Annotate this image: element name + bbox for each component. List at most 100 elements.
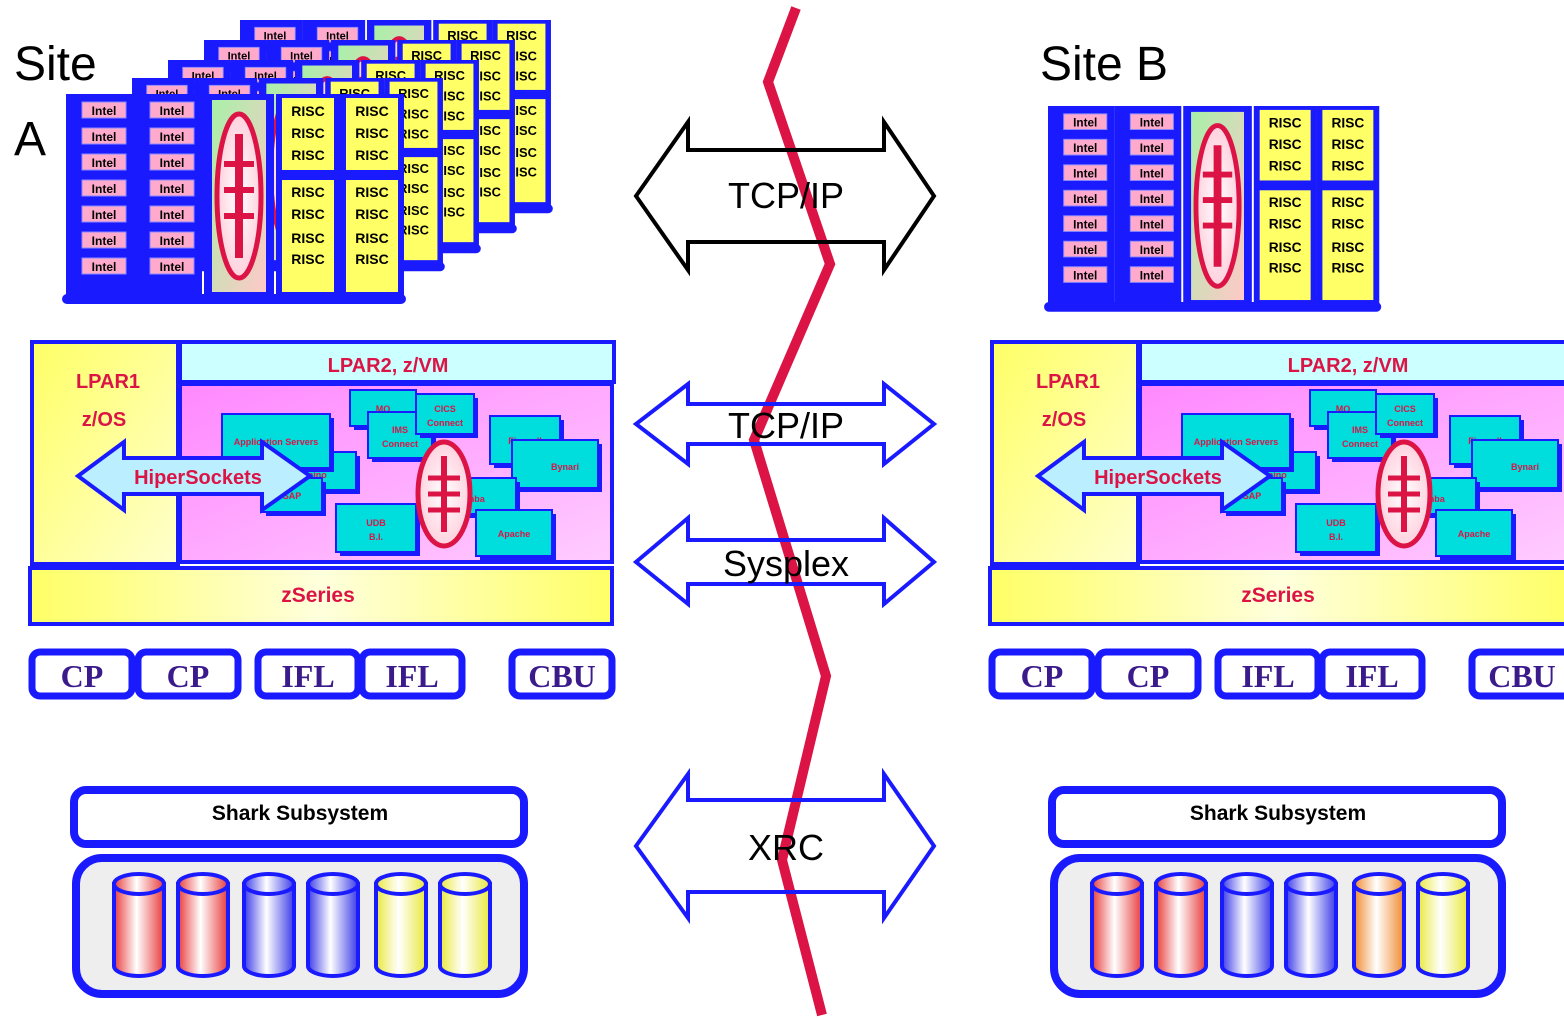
- hipersockets-arrow: [1034, 438, 1274, 514]
- risc-label: RISC: [1331, 195, 1364, 210]
- intel-label: Intel: [1073, 219, 1097, 232]
- site-b-title: Site B: [1040, 38, 1168, 91]
- intel-blade: [1129, 138, 1174, 156]
- zseries-bar: [28, 566, 614, 626]
- intel-blade: [149, 257, 195, 275]
- risc-label: RISC: [1331, 159, 1364, 174]
- intel-blade: [149, 179, 195, 197]
- apache-box: [475, 509, 553, 557]
- risc-group: [1322, 109, 1374, 181]
- tcpip-middle-label: TCP/IP: [728, 405, 844, 446]
- intel-blade: [1063, 138, 1108, 156]
- engine-cp: [988, 648, 1096, 700]
- tcpip-middle-arrow: [632, 379, 938, 469]
- site-a-title-line1: Site: [14, 38, 97, 91]
- udb-box-sublabel: B.I.: [1329, 532, 1343, 542]
- disk-top: [1416, 872, 1470, 896]
- intel-blade: [81, 153, 127, 171]
- tcpip-top-label: TCP/IP: [728, 175, 844, 216]
- disk-body: [374, 882, 428, 978]
- intel-label: Intel: [160, 104, 185, 118]
- cics-box: [415, 393, 475, 435]
- app-servers-box-label: Application Servers: [234, 437, 319, 447]
- disk-top: [438, 872, 492, 896]
- udb-box-label: UDB: [1326, 518, 1346, 528]
- risc-label: RISC: [398, 161, 429, 176]
- risc-label: RISC: [1269, 137, 1302, 152]
- zseries-bar: [988, 566, 1564, 626]
- sap-box-label: SAP: [283, 491, 302, 501]
- lpar1-box: [990, 340, 1140, 566]
- intel-blade: [1129, 215, 1174, 232]
- intel-label: Intel: [92, 182, 117, 196]
- sysplex-arrow: [632, 513, 938, 609]
- intel-blade: [81, 179, 127, 197]
- engine-ifl: [254, 648, 362, 700]
- disk-body: [242, 882, 296, 978]
- disk-body: [1284, 882, 1338, 978]
- site-a-shark-subsystem: Shark Subsystem: [70, 786, 528, 998]
- risc-label: RISC: [355, 230, 388, 246]
- shark-header: [70, 786, 528, 848]
- disk-body: [1220, 882, 1274, 978]
- disk-top: [1090, 872, 1144, 896]
- risc-label: RISC: [398, 86, 429, 101]
- risc-label: RISC: [291, 125, 324, 141]
- risc-label: RISC: [411, 48, 442, 63]
- disk-top: [1220, 872, 1274, 896]
- engine-label: CP: [61, 658, 104, 694]
- apache-box-label: Apache: [1458, 529, 1491, 539]
- zseries-label: zSeries: [1241, 584, 1315, 607]
- xrc-label: XRC: [748, 827, 824, 868]
- engine-label: CBU: [1488, 658, 1556, 694]
- sap-box-label: SAP: [1243, 491, 1262, 501]
- risc-label: RISC: [1331, 240, 1364, 255]
- shark-group: Shark Subsystem: [1048, 786, 1506, 998]
- intel-label: Intel: [326, 30, 349, 42]
- engine-label: IFL: [1241, 658, 1294, 694]
- risc-label: RISC: [355, 147, 388, 163]
- risc-label: RISC: [355, 103, 388, 119]
- zseries-label: zSeries: [281, 584, 355, 607]
- intel-blade: [149, 127, 195, 145]
- intel-label: Intel: [1140, 219, 1164, 232]
- cics-box-sublabel: Connect: [427, 418, 463, 428]
- engine-label: IFL: [281, 658, 334, 694]
- intel-blade: [1063, 189, 1108, 207]
- intel-label: Intel: [1140, 117, 1164, 130]
- site-a-title-line2: A: [14, 113, 46, 166]
- disk-body: [1154, 882, 1208, 978]
- cics-box-sublabel: Connect: [1387, 418, 1423, 428]
- intel-label: Intel: [1073, 142, 1097, 155]
- intel-blade: [81, 231, 127, 249]
- intel-label: Intel: [160, 260, 185, 274]
- intel-label: Intel: [160, 234, 185, 248]
- disk-body: [1352, 882, 1406, 978]
- engine-cp: [1094, 648, 1202, 700]
- hipersockets-arrow: [74, 438, 314, 514]
- intel-blade: [1063, 113, 1108, 131]
- risc-label: RISC: [291, 184, 324, 200]
- engine-ifl: [1318, 648, 1426, 700]
- risc-label: RISC: [1331, 116, 1364, 131]
- shark-group: Shark Subsystem: [70, 786, 528, 998]
- engine-label: CP: [167, 658, 210, 694]
- risc-group: [282, 180, 334, 292]
- intel-label: Intel: [290, 50, 313, 62]
- engine-ifl: [1214, 648, 1322, 700]
- engine-label: CBU: [528, 658, 596, 694]
- apache-box-label: Apache: [498, 529, 531, 539]
- risc-label: RISC: [291, 103, 324, 119]
- disk-top: [1284, 872, 1338, 896]
- intel-label: Intel: [1140, 168, 1164, 181]
- risc-group: [346, 180, 398, 292]
- intel-blade: [1129, 113, 1174, 131]
- udb-box-label: UDB: [366, 518, 386, 528]
- lpar2-label: LPAR2, z/VM: [328, 355, 449, 377]
- disk-top: [176, 872, 230, 896]
